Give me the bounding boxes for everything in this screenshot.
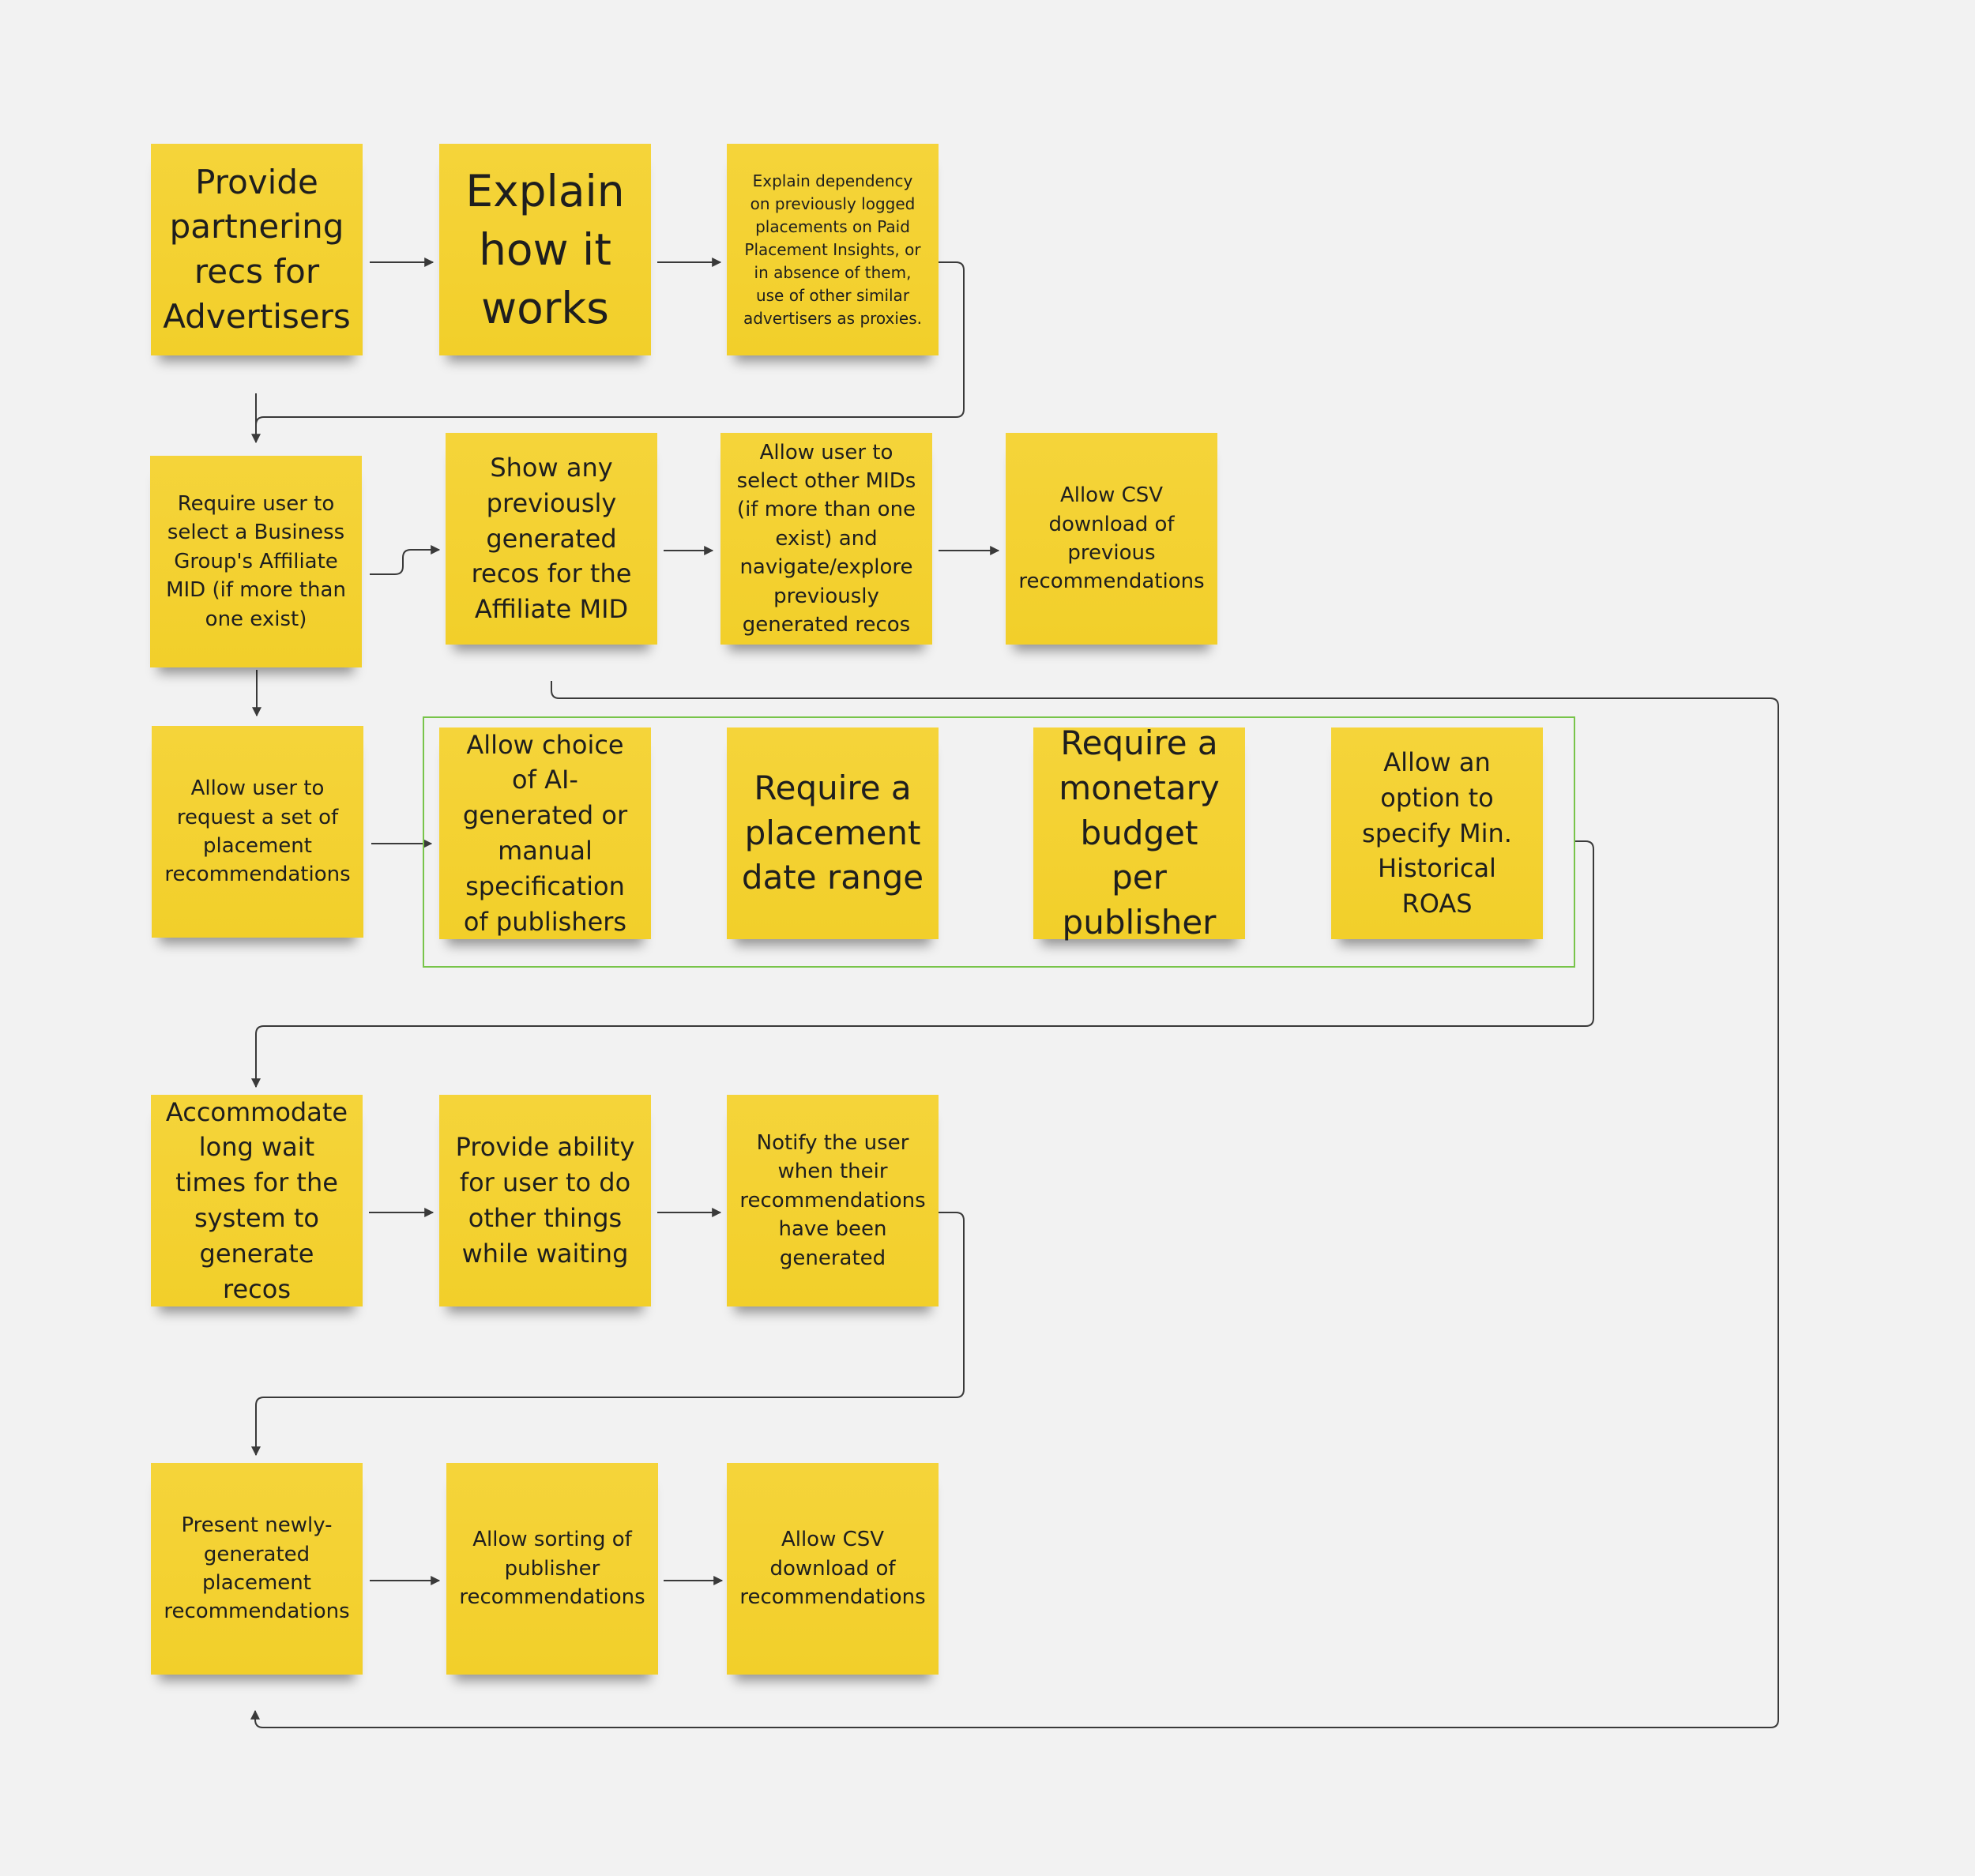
sticky-note-require-date-range[interactable]: Require a placement date range (727, 727, 939, 939)
sticky-note-min-historical-roas[interactable]: Allow an option to specify Min. Historic… (1331, 727, 1543, 939)
sticky-note-notify-user[interactable]: Notify the user when their recommendatio… (727, 1095, 939, 1306)
sticky-note-ai-or-manual-publishers[interactable]: Allow choice of AI-generated or manual s… (439, 727, 651, 939)
connector-n4-n5 (370, 545, 441, 575)
sticky-note-do-other-things[interactable]: Provide ability for user to do other thi… (439, 1095, 651, 1306)
sticky-note-require-budget[interactable]: Require a monetary budget per publisher (1033, 724, 1245, 942)
connector-n5-n16 (250, 681, 1779, 1728)
sticky-note-require-business-group-mid[interactable]: Require user to select a Business Group'… (150, 456, 362, 667)
sticky-note-csv-download-previous[interactable]: Allow CSV download of previous recommend… (1006, 433, 1217, 645)
connector-group-n13 (251, 840, 1594, 1088)
connector-n3-n4 (251, 261, 965, 444)
sticky-note-select-other-mids[interactable]: Allow user to select other MIDs (if more… (720, 433, 932, 645)
sticky-note-request-placement-recs[interactable]: Allow user to request a set of placement… (152, 726, 363, 938)
connector-n15-n16 (251, 1212, 965, 1457)
sticky-note-accommodate-wait-times[interactable]: Accommodate long wait times for the syst… (151, 1095, 363, 1306)
sticky-note-sort-publisher-recs[interactable]: Allow sorting of publisher recommendatio… (446, 1463, 658, 1675)
sticky-note-show-previous-recos[interactable]: Show any previously generated recos for … (446, 433, 657, 645)
sticky-note-provide-partnering-recs[interactable]: Provide partnering recs for Advertisers (151, 144, 363, 355)
sticky-note-explain-how-it-works[interactable]: Explain how it works (439, 144, 651, 355)
group-frame-recommendation-inputs (423, 716, 1575, 968)
sticky-note-present-new-recs[interactable]: Present newly-generated placement recomm… (151, 1463, 363, 1675)
sticky-note-csv-download-recs[interactable]: Allow CSV download of recommendations (727, 1463, 939, 1675)
sticky-note-explain-dependency[interactable]: Explain dependency on previously logged … (727, 144, 939, 355)
